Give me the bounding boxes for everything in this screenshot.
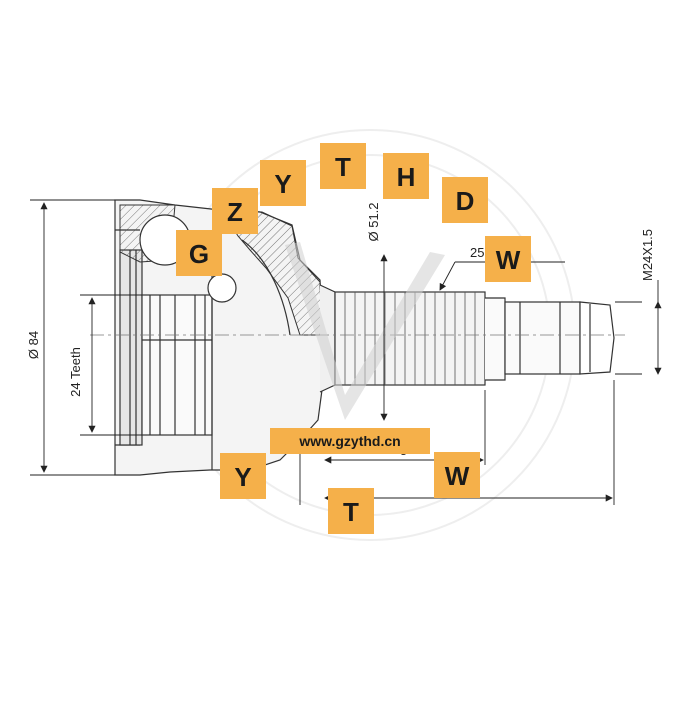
inner-teeth-label: 24 Teeth: [68, 347, 83, 397]
badge-w-top-letter: W: [496, 245, 521, 275]
badge-t-top-letter: T: [335, 152, 351, 182]
badge-t-bottom-letter: T: [343, 497, 359, 527]
url-text: www.gzythd.cn: [298, 433, 400, 449]
badge-g: [176, 230, 222, 276]
badge-h-letter: H: [397, 162, 416, 192]
dimension-lines: [30, 199, 662, 505]
badge-y-bottom-letter: Y: [234, 462, 251, 492]
watermark-check-icon: [285, 242, 445, 420]
badge-w-bottom: [434, 452, 480, 498]
badge-z-letter: Z: [227, 197, 243, 227]
badge-t-top: [320, 143, 366, 189]
shaft-diameter-label: Ø 51.2: [366, 202, 381, 241]
badge-z: [212, 188, 258, 234]
badge-w-bottom-letter: W: [445, 461, 470, 491]
badge-d: [442, 177, 488, 223]
badge-t-bottom: [328, 488, 374, 534]
badge-d-letter: D: [456, 186, 475, 216]
badge-w-top: [485, 236, 531, 282]
url-banner: [270, 428, 430, 454]
thread-label: M24X1.5: [640, 229, 655, 281]
outer-diameter-label: Ø 84: [26, 331, 41, 359]
badge-h: [383, 153, 429, 199]
watermark-badges: G Z Y T H D W Y T W www.gzythd.cn: [176, 143, 531, 534]
badge-y-top-letter: Y: [274, 169, 291, 199]
badge-y-bottom: [220, 453, 266, 499]
badge-y-top: [260, 160, 306, 206]
badge-g-letter: G: [189, 239, 209, 269]
